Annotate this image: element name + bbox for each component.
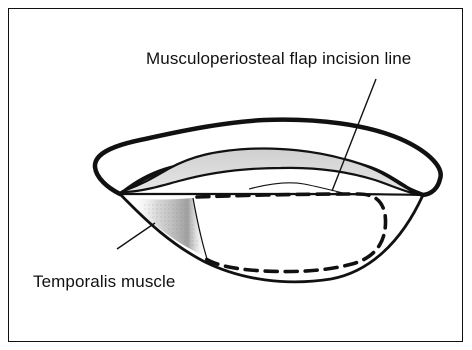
incision-dashed-line	[197, 194, 386, 272]
inner-contour	[249, 183, 343, 193]
incision-line-label: Musculoperiosteal flap incision line	[146, 49, 411, 69]
temporalis-leader-line	[117, 223, 155, 249]
temporalis-muscle-label: Temporalis muscle	[33, 272, 175, 292]
muscle-top-edge	[120, 194, 423, 195]
